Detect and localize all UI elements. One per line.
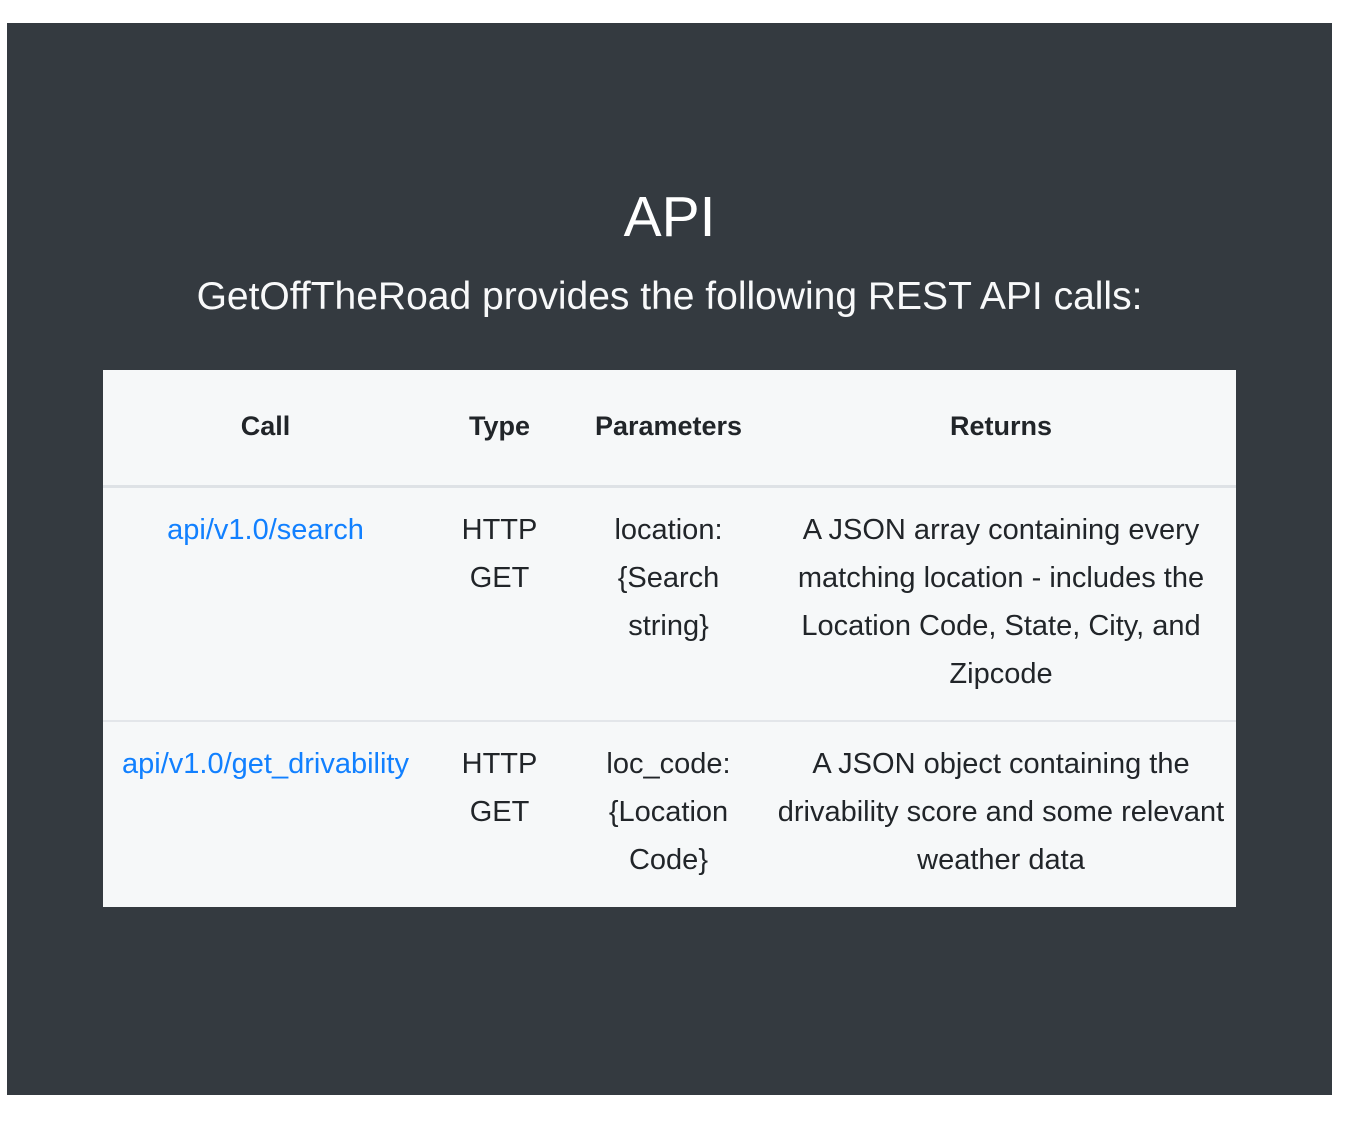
cell-parameters: location: {Search string}: [571, 486, 766, 722]
cell-type: HTTP GET: [428, 720, 571, 907]
column-header-type: Type: [428, 370, 571, 488]
api-table-body: api/v1.0/search HTTP GET location: {Sear…: [103, 486, 1236, 907]
table-header-row: Call Type Parameters Returns: [103, 370, 1236, 488]
cell-type: HTTP GET: [428, 486, 571, 722]
page-title: API: [623, 185, 716, 249]
column-header-call: Call: [103, 370, 428, 488]
cell-returns: A JSON array containing every matching l…: [766, 486, 1236, 722]
cell-parameters: loc_code: {Location Code}: [571, 720, 766, 907]
page-panel: API GetOffTheRoad provides the following…: [7, 23, 1332, 1095]
api-table-header: Call Type Parameters Returns: [103, 370, 1236, 488]
api-table: Call Type Parameters Returns api/v1.0/se…: [103, 370, 1236, 907]
column-header-parameters: Parameters: [571, 370, 766, 488]
api-link-search[interactable]: api/v1.0/search: [167, 514, 364, 546]
table-row: api/v1.0/search HTTP GET location: {Sear…: [103, 486, 1236, 722]
cell-call: api/v1.0/search: [103, 486, 428, 722]
cell-call: api/v1.0/get_drivability: [103, 720, 428, 907]
page-subtitle: GetOffTheRoad provides the following RES…: [196, 274, 1143, 318]
api-table-container: Call Type Parameters Returns api/v1.0/se…: [103, 370, 1236, 907]
api-link-get-drivability[interactable]: api/v1.0/get_drivability: [122, 748, 409, 781]
column-header-returns: Returns: [766, 370, 1236, 488]
cell-returns: A JSON object containing the drivability…: [766, 720, 1236, 907]
table-row: api/v1.0/get_drivability HTTP GET loc_co…: [103, 720, 1236, 907]
